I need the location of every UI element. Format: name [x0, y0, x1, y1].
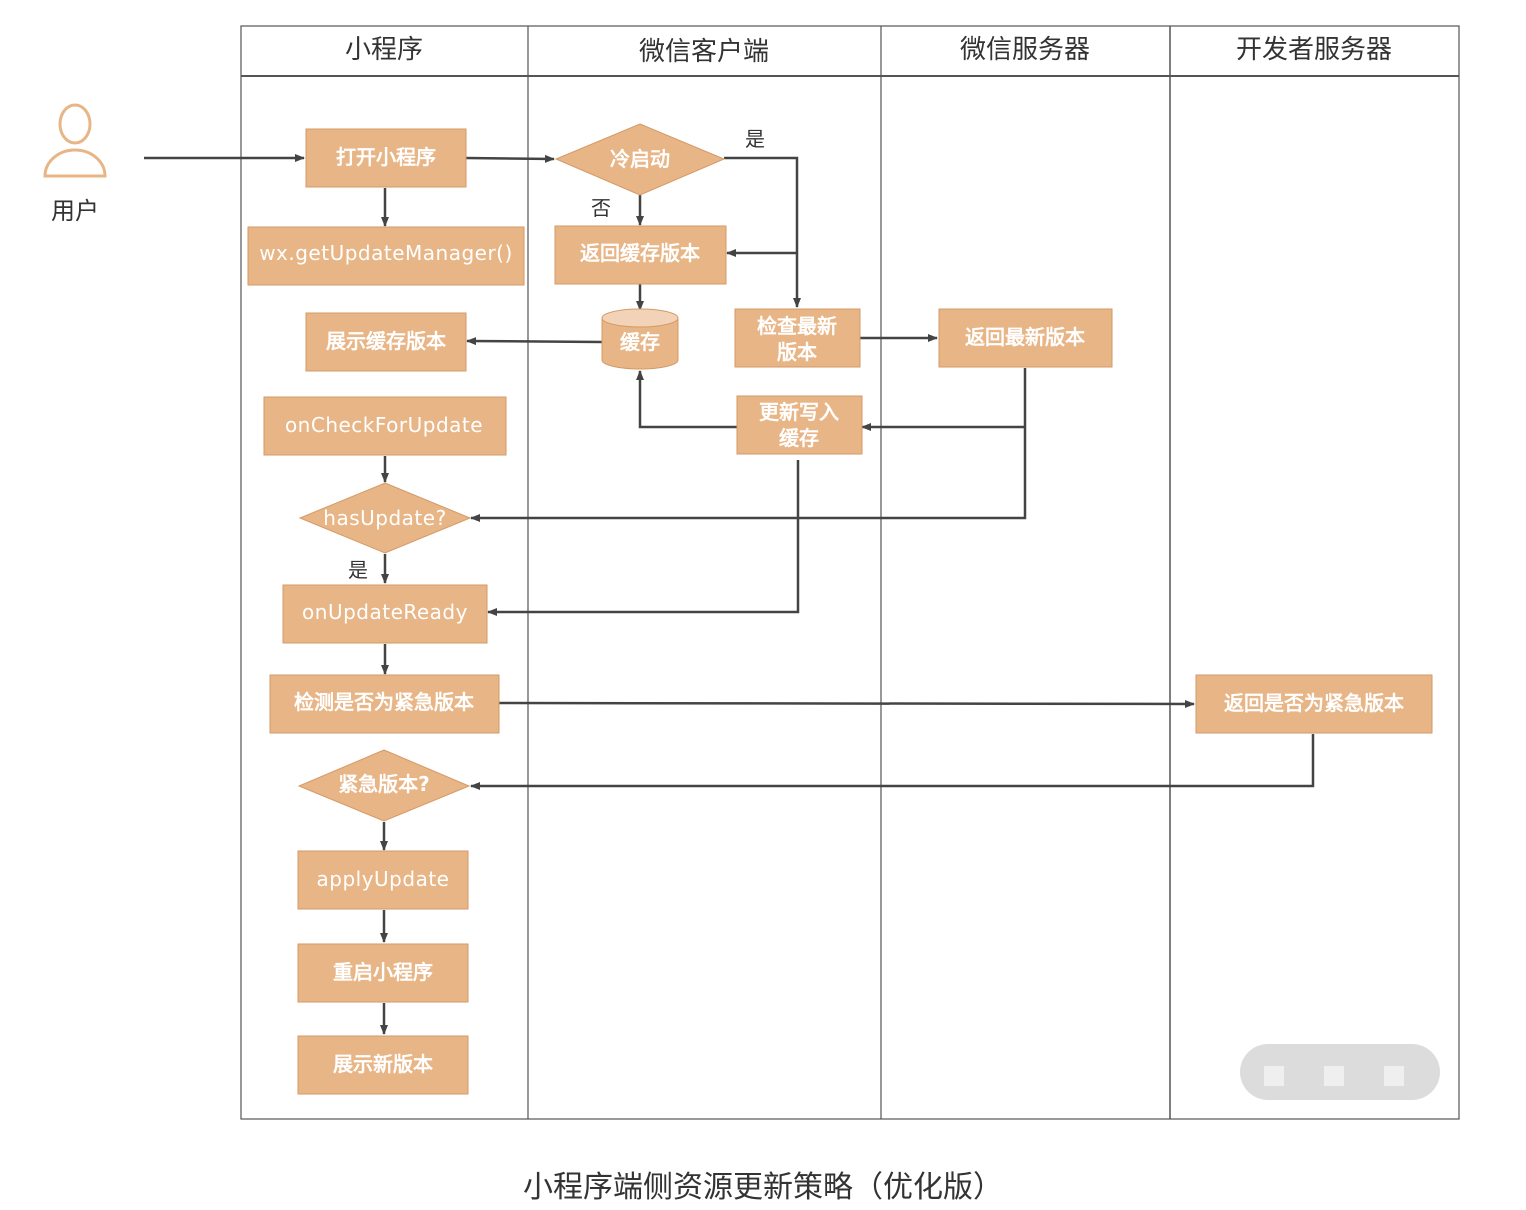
lane-title-wechat-server: 微信服务器 [960, 35, 1090, 65]
node-label: 展示新版本 [333, 1052, 433, 1076]
node-cache-cylinder: 缓存 [601, 308, 679, 370]
node-show-new-version: 展示新版本 [297, 1035, 469, 1095]
node-has-update: hasUpdate? [298, 482, 472, 554]
node-label: 冷启动 [610, 147, 670, 171]
node-label: 展示缓存版本 [326, 329, 446, 353]
node-label: 重启小程序 [333, 960, 433, 984]
node-open-app: 打开小程序 [305, 128, 467, 188]
node-label: onCheckForUpdate [285, 413, 483, 437]
node-return-cache-version: 返回缓存版本 [554, 225, 727, 285]
node-label: 检测是否为紧急版本 [294, 690, 474, 714]
node-label: 返回是否为紧急版本 [1224, 691, 1404, 715]
actor-label: 用户 [51, 197, 99, 225]
node-write-cache: 更新写入 缓存 [736, 395, 863, 455]
node-on-update-ready: onUpdateReady [282, 584, 488, 644]
node-label: 缓存 [620, 330, 660, 354]
node-label: onUpdateReady [302, 600, 468, 624]
node-label: 打开小程序 [336, 145, 436, 169]
node-is-urgent: 紧急版本? [297, 749, 471, 822]
edge-checkurgent-devserver [498, 699, 1195, 708]
node-label: applyUpdate [317, 867, 450, 891]
lane-title-miniprogram: 小程序 [345, 35, 423, 65]
node-check-urgent: 检测是否为紧急版本 [269, 674, 500, 734]
node-get-update-manager: wx.getUpdateManager() [247, 226, 525, 286]
edge-cache-show [466, 337, 603, 346]
node-apply-update: applyUpdate [297, 850, 469, 910]
node-label: 返回最新版本 [965, 325, 1085, 349]
flowchart: 小程序 微信客户端 微信服务器 开发者服务器 用户 打开小程序 [43, 25, 1460, 1120]
edge-label-cold-start-yes: 是 [745, 127, 765, 151]
node-label-line2: 缓存 [779, 426, 819, 450]
node-label: hasUpdate? [323, 506, 446, 530]
node-label-line1: 检查最新 [757, 314, 837, 338]
node-return-is-urgent: 返回是否为紧急版本 [1195, 674, 1433, 734]
figure-caption: 小程序端侧资源更新策略（优化版） [523, 1170, 1003, 1205]
edge-open-coldstart [465, 154, 555, 163]
node-label: 返回缓存版本 [580, 241, 700, 265]
user-icon [43, 103, 107, 178]
edge-label-cold-start-no: 否 [591, 196, 611, 220]
edges [144, 154, 1315, 1035]
node-on-check-for-update: onCheckForUpdate [263, 396, 507, 456]
edge-coldstart-yes-check [724, 156, 801, 308]
node-restart-app: 重启小程序 [297, 943, 469, 1003]
node-return-latest-version: 返回最新版本 [938, 308, 1113, 368]
node-cold-start: 冷启动 [554, 123, 726, 196]
edge-latest-hasupdate [470, 368, 1027, 522]
node-check-latest-version: 检查最新 版本 [734, 308, 861, 368]
node-label-line2: 版本 [777, 340, 817, 364]
edge-devserver-isurgent [470, 734, 1315, 790]
edge-writecache-cache [636, 370, 737, 429]
blurred-watermark [1240, 1044, 1440, 1100]
node-label-line1: 更新写入 [759, 400, 839, 424]
node-label: 紧急版本? [338, 772, 430, 796]
swimlane-frame [240, 25, 1460, 1120]
lane-title-developer-server: 开发者服务器 [1236, 35, 1392, 65]
node-show-cache-version: 展示缓存版本 [305, 312, 467, 372]
node-label: wx.getUpdateManager() [259, 241, 513, 265]
edge-writecache-updateready [487, 460, 800, 616]
edge-label-has-update-yes: 是 [348, 558, 368, 582]
lane-title-wechat-client: 微信客户端 [639, 37, 769, 67]
